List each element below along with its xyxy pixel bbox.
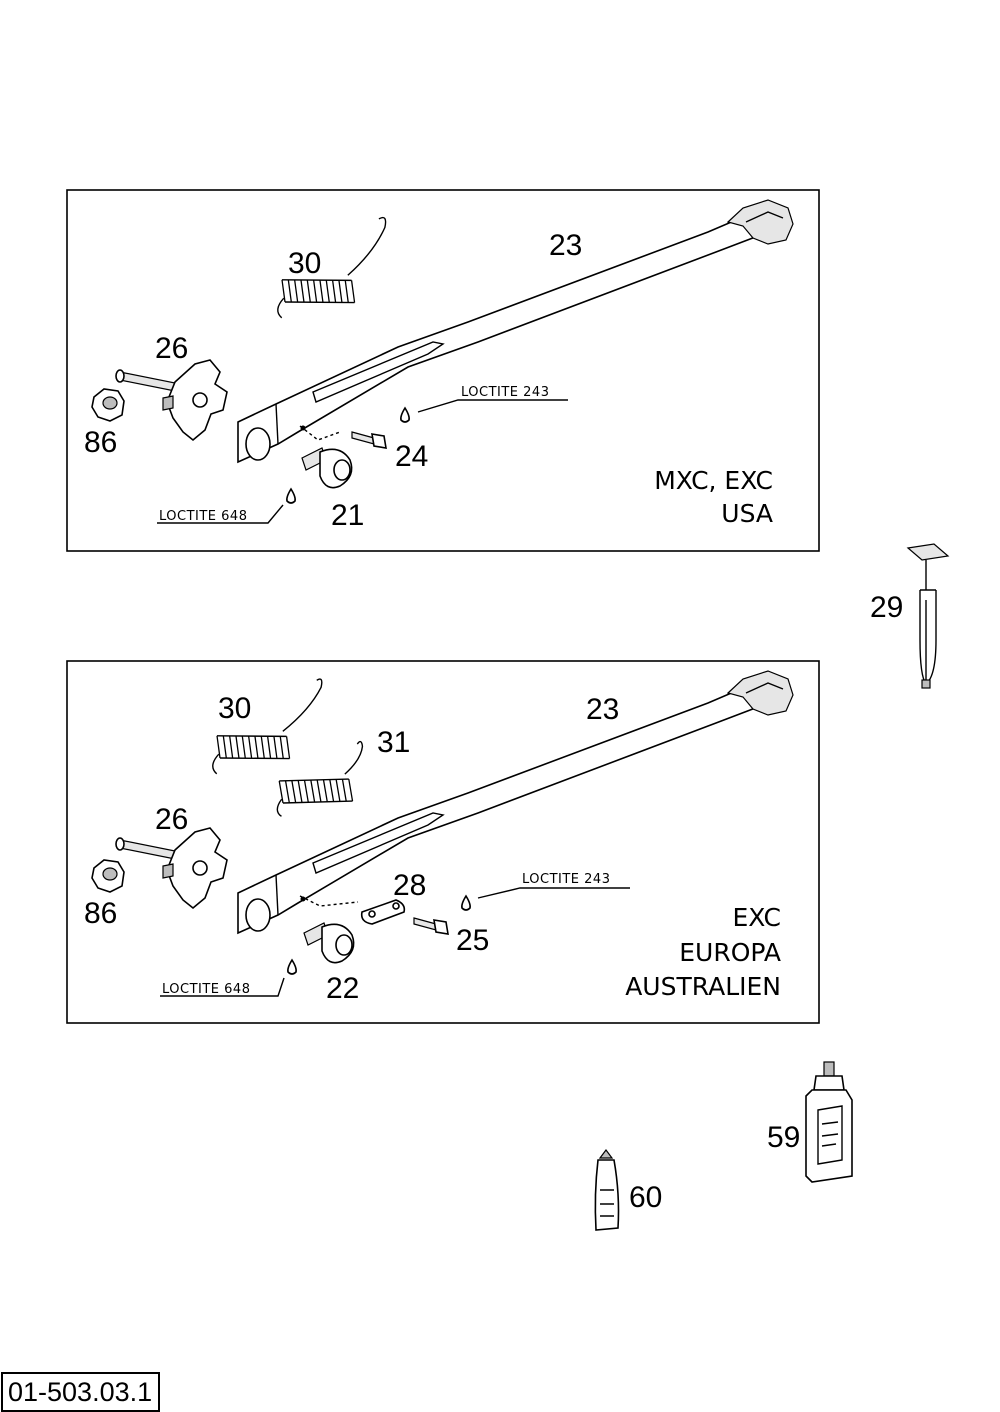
spring-part <box>212 678 323 780</box>
model-line-2: USA <box>721 499 773 528</box>
tool-part <box>906 543 950 689</box>
nut-part <box>91 388 125 422</box>
label-screw: 25 <box>456 924 489 957</box>
foot-part <box>301 447 353 489</box>
label-plate: 28 <box>393 869 426 902</box>
label-spring-b: 31 <box>377 726 410 759</box>
bracket-part <box>115 359 228 441</box>
loctite-label-648: LOCTITE 648 <box>162 982 250 997</box>
label-bracket: 26 <box>155 332 188 365</box>
label-bottle: 59 <box>767 1121 800 1154</box>
loctite-drop <box>461 895 471 911</box>
label-spring-a: 30 <box>218 692 251 725</box>
bottle-part <box>805 1061 853 1183</box>
spring-part <box>277 216 387 324</box>
model-line-1: MXC, EXC <box>654 466 773 495</box>
label-foot: 22 <box>326 972 359 1005</box>
tube-part <box>594 1149 620 1231</box>
label-nut: 86 <box>84 426 117 459</box>
model-line-3: AUSTRALIEN <box>625 972 781 1001</box>
screw-part <box>413 917 449 935</box>
model-line-1: EXC <box>732 903 781 932</box>
label-stand: 23 <box>549 229 582 262</box>
label-bracket: 26 <box>155 803 188 836</box>
page-code: 01-503.03.1 <box>1 1372 161 1412</box>
loctite-label-648: LOCTITE 648 <box>159 509 247 524</box>
panel-bottom: 30 31 23 26 86 28 25 22 LOCTITE 243 LOCT… <box>66 660 820 1024</box>
plate-part <box>360 899 406 925</box>
nut-part <box>91 859 125 893</box>
model-line-2: EUROPA <box>679 938 781 967</box>
loctite-drop <box>286 488 296 504</box>
label-stand: 23 <box>586 693 619 726</box>
screw-part <box>351 431 387 449</box>
label-tool: 29 <box>870 591 903 624</box>
label-spring: 30 <box>288 247 321 280</box>
loctite-label-243: LOCTITE 243 <box>461 385 549 400</box>
label-foot: 21 <box>331 499 364 532</box>
loctite-label-243: LOCTITE 243 <box>522 872 610 887</box>
loctite-drop <box>400 407 410 423</box>
panel-top: 30 23 26 86 24 21 LOCTITE 243 LOCTITE 64… <box>66 189 820 552</box>
spring-part <box>274 740 364 825</box>
panel-bottom-frame <box>66 660 820 1024</box>
foot-part <box>303 922 355 964</box>
loctite-drop <box>287 959 297 975</box>
label-screw: 24 <box>395 440 428 473</box>
stand-arm <box>237 199 794 463</box>
label-nut: 86 <box>84 897 117 930</box>
label-tube: 60 <box>629 1181 662 1214</box>
bracket-part <box>115 827 228 909</box>
panel-top-frame <box>66 189 820 552</box>
